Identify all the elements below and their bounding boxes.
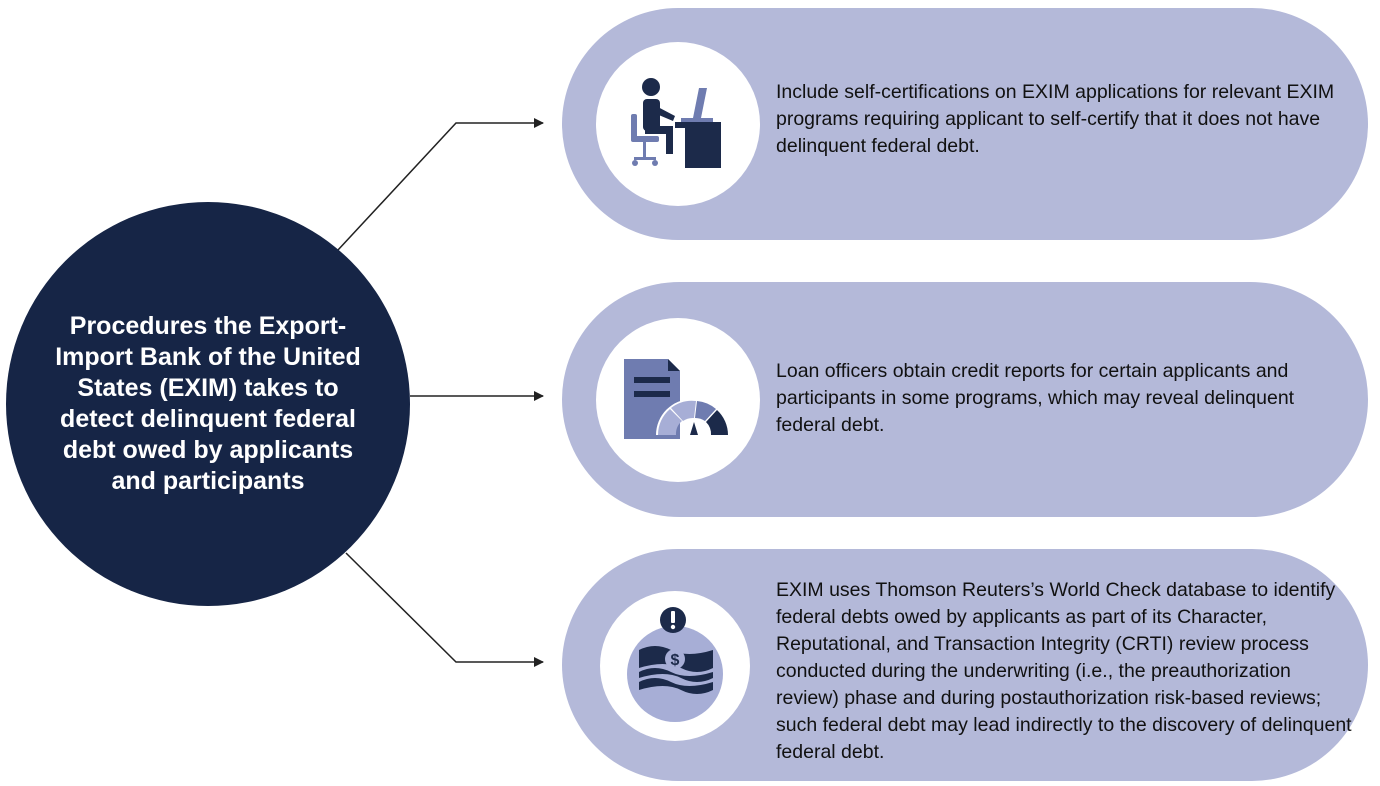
person-at-computer-icon	[631, 78, 721, 168]
hub-title: Procedures the Export-Import Bank of the…	[55, 312, 361, 495]
procedure-card-credit-reports: Loan officers obtain credit reports for …	[562, 282, 1368, 517]
procedure-text: EXIM uses Thomson Reuters’s World Check …	[776, 579, 1352, 763]
credit-report-gauge-icon	[624, 359, 728, 439]
icon-disc	[596, 42, 760, 206]
procedure-card-world-check: $ EXIM uses Thomson Reuters’s World Chec…	[562, 549, 1368, 781]
money-alert-icon: $	[627, 607, 723, 722]
hub-circle: Procedures the Export-Import Bank of the…	[6, 202, 410, 606]
connector-arrow-3	[345, 552, 544, 667]
connector-arrow-1	[337, 118, 544, 251]
procedure-text: Loan officers obtain credit reports for …	[776, 360, 1295, 436]
procedure-card-self-certification: Include self-certifications on EXIM appl…	[562, 8, 1368, 240]
icon-disc: $	[600, 591, 750, 741]
icon-disc	[596, 318, 760, 482]
svg-text:$: $	[671, 652, 680, 669]
procedure-text: Include self-certifications on EXIM appl…	[776, 81, 1335, 157]
